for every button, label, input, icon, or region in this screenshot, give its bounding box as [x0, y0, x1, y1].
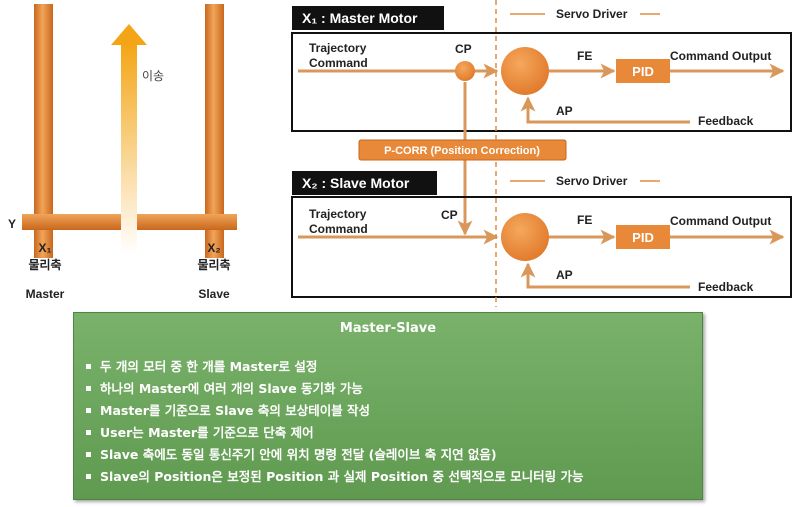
- gantry-illustration: 이송 Y X₁ 물리축 Master X₂ 물리축 Slave: [8, 4, 237, 301]
- list-item: Slave의 Position은 보정된 Position 과 실제 Posit…: [86, 466, 702, 488]
- master-fe-label: FE: [577, 49, 592, 63]
- master-feedback-path: [520, 96, 690, 124]
- master-feedback-label: Feedback: [698, 114, 754, 128]
- transfer-label: 이송: [142, 69, 164, 83]
- bullet-icon: [86, 474, 91, 479]
- slave-feedback-label: Feedback: [698, 280, 754, 294]
- master-servo-driver-label: Servo Driver: [556, 7, 628, 21]
- master-cp-node: [455, 61, 475, 81]
- master-loop-box: [291, 32, 792, 132]
- slave-loop-box: [291, 196, 792, 298]
- panel-title: Master-Slave: [339, 321, 437, 336]
- slave-title: X₂ : Slave Motor: [302, 175, 410, 191]
- master-pid-block: [616, 59, 670, 83]
- master-title: X₁ : Master Motor: [302, 10, 418, 26]
- master-axis-id: X₁: [39, 241, 52, 255]
- transfer-arrow: [111, 24, 147, 254]
- slave-feedback-path: [520, 262, 690, 289]
- master-axis-role: Master: [26, 287, 65, 301]
- master-cp-label: CP: [455, 42, 472, 56]
- slave-command-output-label: Command Output: [670, 214, 771, 228]
- slave-pid-label: PID: [632, 230, 654, 245]
- bullet-icon: [86, 452, 91, 457]
- slave-sum-junction: [501, 213, 549, 261]
- bullet-icon: [86, 364, 91, 369]
- bullet-icon: [86, 430, 91, 435]
- list-item: 두 개의 모터 중 한 개를 Master로 설정: [86, 356, 702, 378]
- master-sum-junction: [501, 47, 549, 95]
- y-axis-label: Y: [8, 217, 16, 231]
- master-trajectory-label: Trajectory: [309, 41, 367, 55]
- master-command-label: Command: [309, 56, 368, 70]
- pcorr-label: P-CORR (Position Correction): [384, 145, 540, 157]
- master-title-bar: [292, 6, 444, 30]
- master-slave-info-panel: Master-Slave 두 개의 모터 중 한 개를 Master로 설정 하…: [73, 312, 703, 500]
- list-item: Slave 축에도 동일 통신주기 안에 위치 명령 전달 (슬레이브 축 지연…: [86, 444, 702, 466]
- list-item: 하나의 Master에 여러 개의 Slave 동기화 가능: [86, 378, 702, 400]
- slave-command-label: Command: [309, 222, 368, 236]
- master-axis-bar: [34, 4, 53, 258]
- feature-list: 두 개의 모터 중 한 개를 Master로 설정 하나의 Master에 여러…: [74, 356, 702, 488]
- master-ap-label: AP: [556, 104, 573, 118]
- bullet-icon: [86, 386, 91, 391]
- list-item: Master를 기준으로 Slave 축의 보상테이블 작성: [86, 400, 702, 422]
- slave-trajectory-label: Trajectory: [309, 207, 367, 221]
- slave-axis-role: Slave: [198, 287, 230, 301]
- slave-pid-block: [616, 225, 670, 249]
- slave-control-loop: X₂ : Slave Motor Servo Driver Trajectory…: [291, 171, 792, 298]
- bullet-icon: [86, 408, 91, 413]
- slave-fe-label: FE: [577, 213, 592, 227]
- slave-servo-driver-label: Servo Driver: [556, 174, 628, 188]
- slave-title-bar: [292, 171, 437, 195]
- slave-axis-bar: [205, 4, 224, 258]
- master-axis-type: 물리축: [28, 257, 61, 272]
- slave-cp-label: CP: [441, 208, 458, 222]
- pcorr-badge: P-CORR (Position Correction): [358, 139, 567, 161]
- master-control-loop: X₁ : Master Motor Servo Driver Trajector…: [291, 6, 792, 132]
- master-command-output-label: Command Output: [670, 49, 771, 63]
- master-pid-label: PID: [632, 64, 654, 79]
- list-item: User는 Master를 기준으로 단축 제어: [86, 422, 702, 444]
- slave-axis-id: X₂: [207, 241, 220, 255]
- slave-axis-type: 물리축: [197, 257, 230, 272]
- slave-ap-label: AP: [556, 268, 573, 282]
